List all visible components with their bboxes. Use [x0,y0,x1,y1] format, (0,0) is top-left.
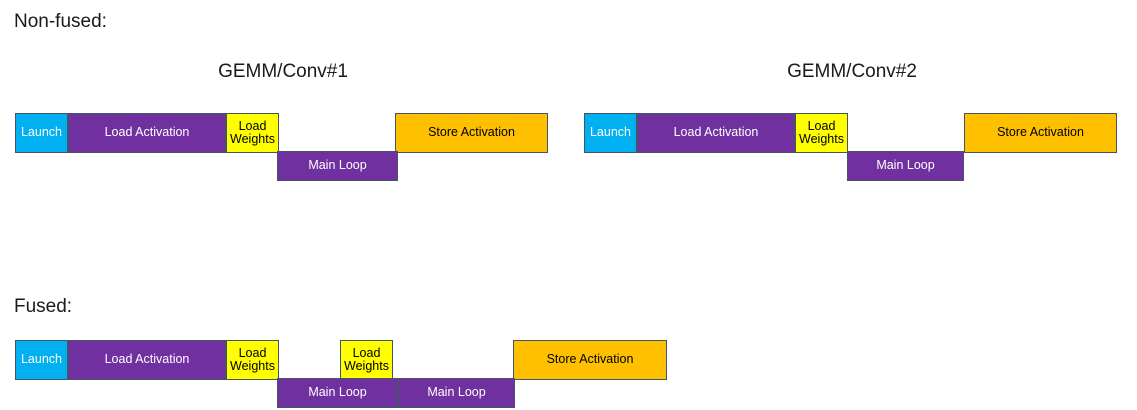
gemm-conv-1-launch-block: Launch [15,113,68,153]
gemm-conv-1-main-loop-block: Main Loop [277,151,398,181]
section-label-fused: Fused: [14,296,73,317]
gemm-conv-2-load-activation-block: Load Activation [637,113,795,153]
fused-kernel-load-weights-1-block: Load Weights [226,340,279,380]
gemm-conv-2-store-activation-block: Store Activation [964,113,1117,153]
fused-kernel-store-activation-block: Store Activation [513,340,667,380]
fused-kernel-main-loop-1-block: Main Loop [277,378,398,408]
gemm-conv-1-load-weights-block: Load Weights [226,113,279,153]
kernel-title-gemm-conv-2: GEMM/Conv#2 [787,61,917,82]
gemm-conv-2-launch-block: Launch [584,113,637,153]
gemm-conv-1-store-activation-block: Store Activation [395,113,548,153]
fused-kernel-launch-block: Launch [15,340,68,380]
gemm-conv-2-load-weights-block: Load Weights [795,113,848,153]
kernel-title-gemm-conv-1: GEMM/Conv#1 [218,61,348,82]
gemm-conv-1-load-activation-block: Load Activation [68,113,226,153]
section-label-non-fused: Non-fused: [14,11,107,32]
fused-kernel-load-activation-block: Load Activation [68,340,226,380]
fused-kernel-main-loop-2-block: Main Loop [398,378,515,408]
fused-kernel-load-weights-2-block: Load Weights [340,340,393,380]
gemm-conv-2-main-loop-block: Main Loop [847,151,964,181]
